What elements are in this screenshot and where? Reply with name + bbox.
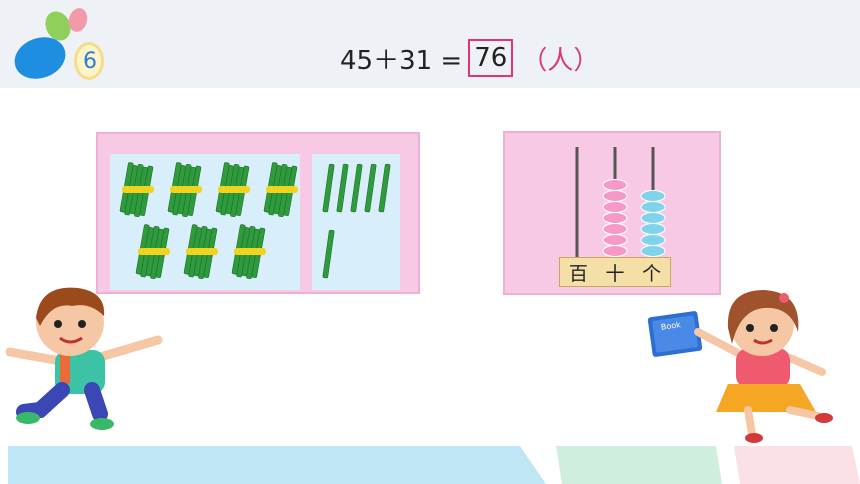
- abacus-bead: [640, 245, 666, 257]
- single-stick: [322, 163, 335, 213]
- label-hundreds: 百: [568, 262, 588, 285]
- stick-bundle: [231, 224, 266, 280]
- bundles-area: [110, 154, 300, 290]
- abacus-bead: [640, 234, 666, 246]
- stick-bundle: [183, 224, 218, 280]
- abacus: [575, 147, 666, 259]
- stick-bundle: [263, 162, 298, 218]
- single-stick: [350, 163, 363, 213]
- boy-character-icon: [5, 287, 163, 430]
- single-stick: [364, 163, 377, 213]
- abacus-bead: [640, 190, 666, 202]
- lesson-number-badge: 6: [76, 44, 104, 78]
- single-stick: [378, 163, 391, 213]
- label-tens: 十: [605, 262, 625, 285]
- colorful-leaves-logo-icon: [14, 8, 104, 80]
- abacus-bead: [602, 212, 628, 224]
- abacus-bead: [640, 212, 666, 224]
- lesson-number: 6: [83, 48, 97, 74]
- single-stick: [336, 163, 349, 213]
- abacus-bead: [640, 201, 666, 213]
- single-sticks: [322, 163, 391, 279]
- abacus-bead: [602, 234, 628, 246]
- stick-bundles: [119, 162, 298, 280]
- abacus-panel: 百 十 个: [503, 131, 721, 295]
- sticks-panel: [96, 132, 420, 294]
- stick-bundle: [215, 162, 250, 218]
- abacus-bead: [602, 190, 628, 202]
- header-bar: 6 45＋31 = 76 （人）: [0, 0, 860, 88]
- place-value-labels: 百 十 个: [559, 257, 671, 287]
- abacus-bead: [602, 223, 628, 235]
- abacus-bead: [602, 245, 628, 257]
- singles-area: [312, 154, 400, 290]
- answer-box: 76: [468, 39, 514, 77]
- equation: 45＋31 = 76 （人）: [340, 36, 599, 80]
- stick-bundle: [119, 162, 154, 218]
- answer-value: 76: [474, 43, 508, 73]
- girl-character-icon: Book: [647, 290, 833, 443]
- bottom-decor-strip: [8, 446, 860, 484]
- single-stick: [322, 229, 335, 279]
- abacus-bead: [640, 223, 666, 235]
- abacus-bead: [602, 201, 628, 213]
- book-cover-text: Book: [660, 320, 681, 332]
- abacus-rod: [575, 147, 579, 259]
- unit-label: （人）: [521, 45, 600, 76]
- stick-bundle: [167, 162, 202, 218]
- equation-expression: 45＋31 =: [340, 45, 463, 76]
- abacus-bead: [602, 179, 628, 191]
- stick-bundle: [135, 224, 170, 280]
- book-icon: Book: [647, 311, 703, 357]
- label-ones: 个: [642, 262, 662, 285]
